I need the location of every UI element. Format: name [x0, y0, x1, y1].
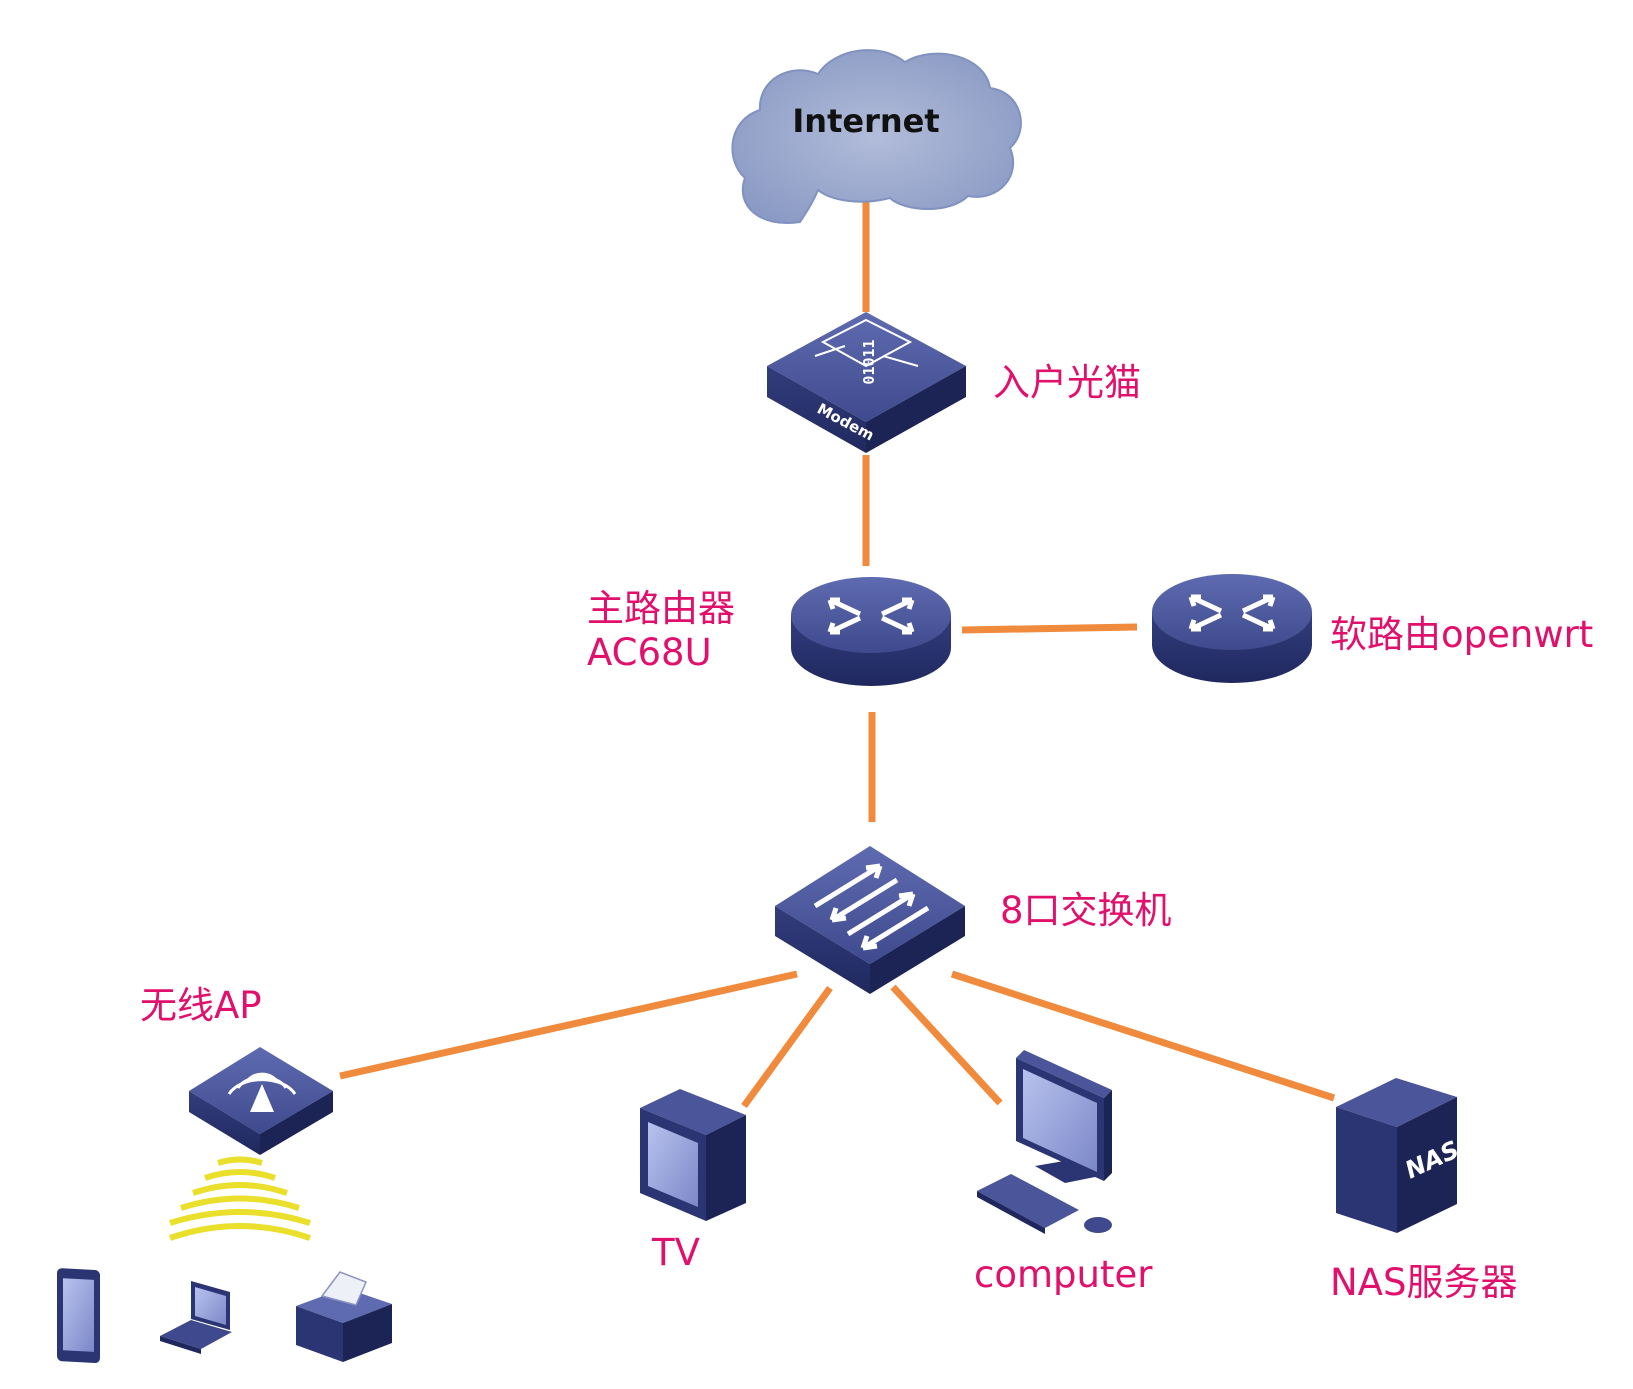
- switch-arrows-icon: [813, 863, 930, 951]
- tv-device: [640, 1089, 746, 1221]
- tablet-icon: [57, 1268, 100, 1363]
- computer-screen: [1023, 1069, 1097, 1172]
- tv-screen: [648, 1122, 698, 1207]
- computer-device: [977, 1050, 1112, 1234]
- links: [339, 202, 1336, 1109]
- link-switch-tv: [741, 985, 833, 1109]
- switch-device: [775, 846, 965, 994]
- nas-label: NAS服务器: [1330, 1261, 1518, 1304]
- cloud-label: Internet: [792, 102, 939, 140]
- wireless-ap-label: 无线AP: [140, 984, 262, 1027]
- keyboard-icon: [977, 1174, 1079, 1228]
- link-switch-ap: [339, 970, 798, 1080]
- main-router-device: [791, 577, 951, 686]
- modem-panel: [820, 318, 913, 368]
- computer-stand: [1035, 1160, 1100, 1183]
- main-router-label-line1: 主路由器: [587, 587, 735, 630]
- soft-router-label: 软路由openwrt: [1330, 613, 1594, 656]
- ap-wifi-icon: [227, 1072, 297, 1112]
- tv-label: TV: [652, 1231, 700, 1274]
- modem-label: 入户光猫: [993, 361, 1141, 404]
- link-switch-nas: [950, 970, 1336, 1102]
- printer-icon: [296, 1271, 392, 1362]
- wireless-ap-device: [169, 1047, 333, 1241]
- soft-router-device: [1152, 574, 1312, 683]
- link-router-softrouter: [961, 623, 1138, 634]
- router-arrows-icon: [827, 597, 915, 635]
- soft-router-arrows-icon: [1188, 594, 1276, 632]
- mouse-icon: [1084, 1217, 1112, 1233]
- main-router-label-line2: AC68U: [587, 631, 712, 674]
- nas-device: NAS: [1336, 1078, 1463, 1233]
- laptop-icon: [160, 1281, 232, 1354]
- wifi-waves-icon: [169, 1156, 311, 1241]
- computer-label: computer: [974, 1253, 1153, 1296]
- internet-cloud: Internet: [731, 49, 1022, 224]
- link-switch-computer: [890, 984, 1003, 1106]
- cloud-shape: [731, 49, 1022, 224]
- switch-label: 8口交换机: [1000, 889, 1172, 932]
- modem-bits: 01011: [860, 339, 878, 384]
- modem-device: 01011 Modem: [767, 312, 966, 453]
